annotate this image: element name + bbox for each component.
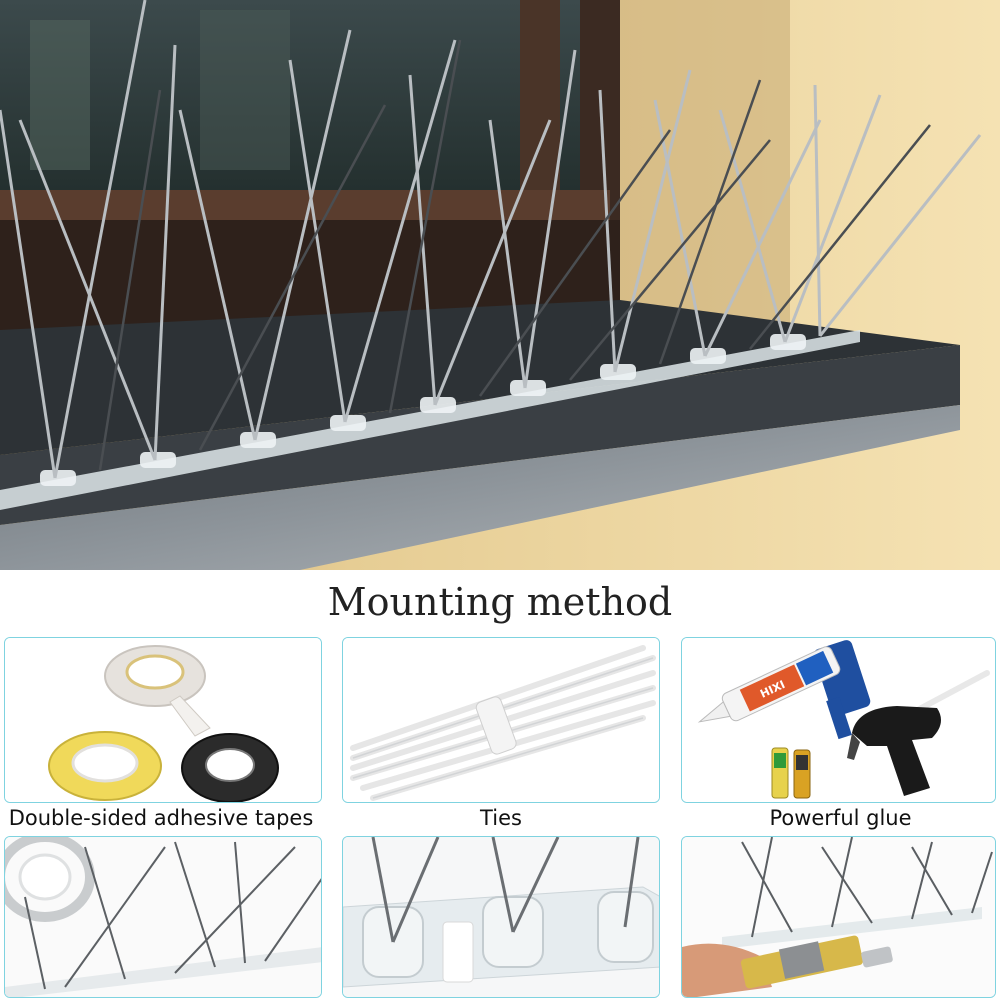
method-label-glue: Powerful glue — [769, 806, 912, 830]
tape-spikes-panel — [4, 836, 322, 998]
glue-spikes-panel — [681, 836, 996, 998]
method-label-tapes: Double-sided adhesive tapes — [8, 806, 314, 830]
bird-spikes-on-windowsill — [0, 0, 1000, 570]
cable-ties-bundle-image — [343, 638, 659, 802]
spikes-with-tape-image — [5, 837, 321, 997]
adhesive-tape-rolls-image — [5, 638, 321, 802]
glue-products-image: HIXI — [682, 638, 995, 802]
hero-photo — [0, 0, 1000, 570]
tapes-panel — [4, 637, 322, 803]
ties-panel — [342, 637, 660, 803]
hot-glue-gun-icon — [847, 670, 990, 796]
page-title: Mounting method — [327, 580, 673, 624]
spikes-with-tie-image — [343, 837, 659, 997]
glue-panel: HIXI — [681, 637, 996, 803]
method-label-ties: Ties — [480, 806, 522, 830]
spikes-with-glue-image — [682, 837, 995, 997]
tie-spikes-panel — [342, 836, 660, 998]
